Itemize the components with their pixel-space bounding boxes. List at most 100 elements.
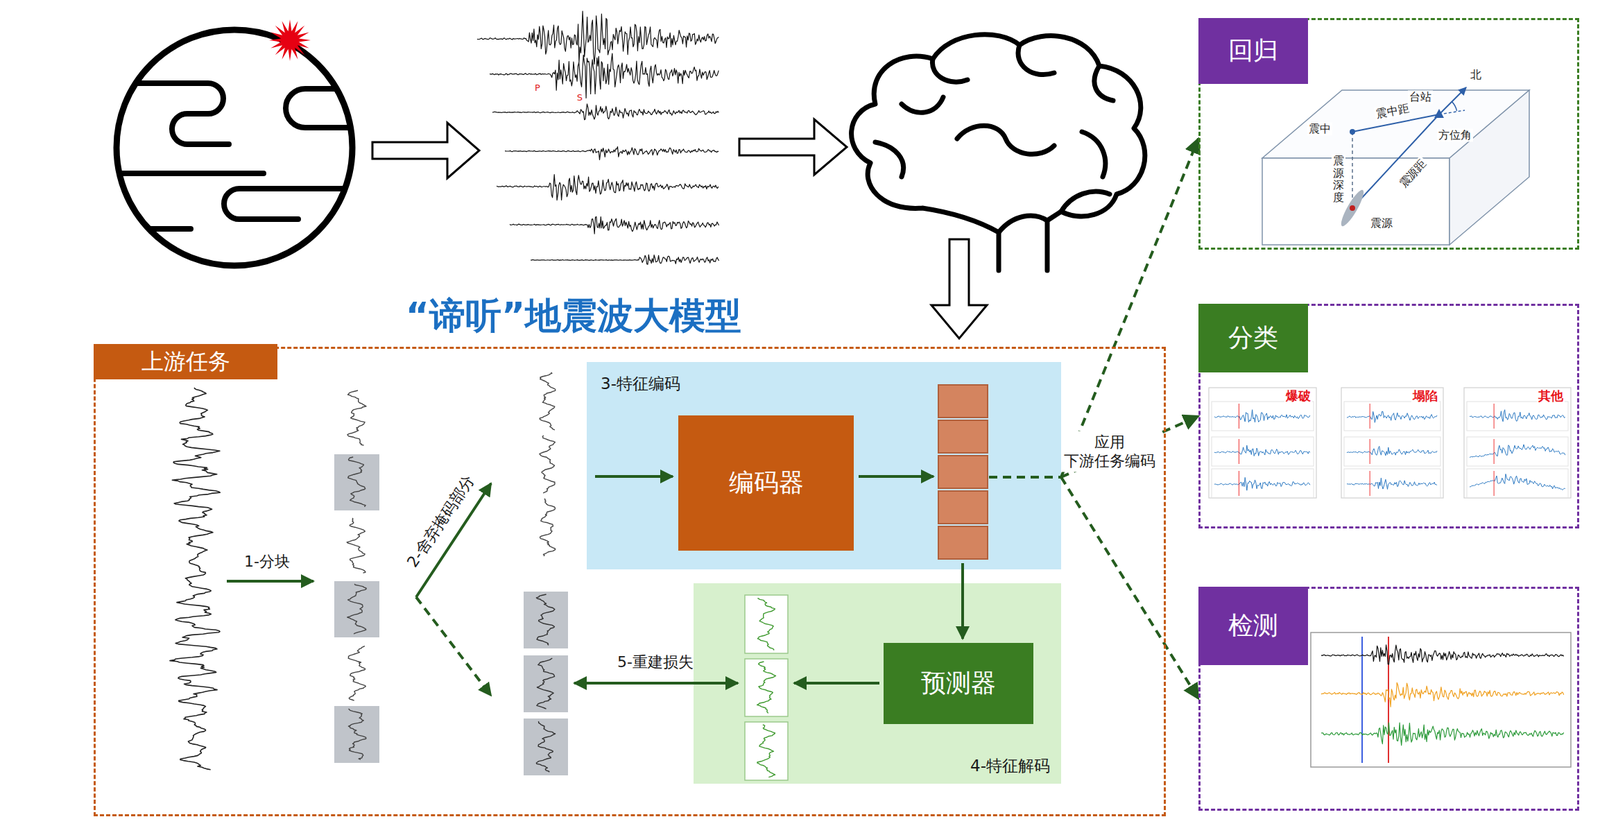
subplot-frame	[1211, 436, 1314, 467]
dashed-arrow	[1061, 416, 1199, 478]
pick-tick	[1369, 470, 1371, 496]
dashed-arrow	[1061, 477, 1199, 700]
panel-tab: 回归	[1198, 18, 1309, 84]
thumbnail-waveform	[1214, 445, 1311, 456]
panel-tab: 分类	[1198, 303, 1309, 373]
figure-label: 震源	[1369, 216, 1395, 230]
visible-segment-waveform	[539, 372, 556, 430]
brain-folds	[875, 45, 1114, 233]
masked-segment-waveform	[536, 658, 555, 709]
pick-tick	[1238, 439, 1240, 464]
detection-panel: 检测	[1198, 586, 1580, 811]
masked-segment	[523, 718, 569, 776]
region-heading: 4-特征解码	[970, 755, 1051, 777]
region-tab: 上游任务	[93, 343, 278, 380]
flow-arrow	[794, 681, 880, 685]
reconstructed-segment	[744, 595, 788, 654]
seismogram-trace	[489, 53, 719, 98]
encoding-region: 3-特征编码编码器	[586, 362, 1062, 570]
regression-panel: 回归	[1198, 18, 1580, 250]
masked-segment	[334, 706, 380, 763]
detection-trace	[1321, 644, 1564, 665]
subplot-frame	[1466, 436, 1569, 467]
seismogram-trace	[477, 11, 719, 64]
region-heading: 3-特征编码	[600, 373, 681, 395]
earth-icon	[110, 19, 389, 266]
box-label: 预测器	[921, 666, 996, 701]
plot-frame	[1310, 632, 1571, 768]
pick-tick	[1493, 403, 1495, 429]
thumbnail-waveform	[1469, 444, 1566, 458]
upstream-region: 上游任务 3-特征编码编码器 4-特征解码 预测器	[93, 346, 1166, 817]
thumbnail-waveform	[1346, 411, 1438, 423]
visible-segment-waveform	[540, 498, 556, 557]
decoding-region: 4-特征解码 预测器	[693, 583, 1062, 784]
panel-tab: 检测	[1198, 586, 1309, 666]
phase-marker: S	[577, 92, 583, 104]
thumbnail-waveform	[1469, 409, 1566, 422]
hollow-arrow	[739, 119, 847, 175]
subplot-frame	[1466, 468, 1569, 498]
detection-trace	[1321, 722, 1564, 746]
block-side-face	[1449, 90, 1530, 245]
thumbnail-waveform	[1214, 409, 1311, 423]
segment-waveform	[347, 583, 367, 634]
reconstructed-waveform	[757, 597, 775, 651]
masked-segment-waveform	[536, 721, 555, 772]
pick-tick	[1369, 403, 1371, 429]
region-fill	[693, 583, 1062, 784]
thumbnail-waveform	[1346, 445, 1438, 455]
swirl-line	[224, 188, 389, 220]
feature-token	[938, 526, 988, 559]
classification-thumbnails	[1208, 387, 1571, 498]
depth-line	[1351, 131, 1354, 209]
flow-arrow	[858, 475, 934, 478]
reconstructed-waveform	[757, 661, 777, 713]
masked-segment	[523, 655, 569, 713]
class-label: 塌陷	[1411, 388, 1440, 404]
thumbnail-frame	[1464, 387, 1571, 498]
pick-tick	[1238, 470, 1240, 496]
predictor-box: 预测器	[883, 642, 1034, 725]
segment-waveform	[346, 518, 366, 573]
encoder-box: 编码器	[678, 415, 854, 551]
pick-tick	[1493, 439, 1495, 464]
class-label: 爆破	[1284, 388, 1313, 404]
segment-waveform	[348, 645, 366, 701]
masked-segment-waveform	[536, 594, 555, 645]
diagram-title: “谛听”地震波大模型	[405, 291, 742, 341]
figure-label: 北	[1468, 67, 1483, 82]
feature-token	[938, 455, 988, 489]
subplot-frame	[1211, 401, 1314, 431]
feature-tokens	[938, 384, 988, 559]
edge-label: 应用 下游任务编码	[1061, 430, 1159, 472]
thumbnail-frame	[1208, 387, 1317, 498]
masked-segment	[334, 454, 380, 511]
thumbnail-waveform	[1214, 477, 1311, 491]
azimuth-arc	[1451, 101, 1457, 111]
step-label: 5-重建损失	[617, 653, 694, 672]
masked-segment	[334, 581, 380, 638]
flow-arrow	[961, 563, 965, 639]
feature-token	[938, 384, 988, 418]
north-arrow	[1439, 87, 1467, 115]
hollow-arrow	[372, 122, 480, 179]
box-label: 编码器	[728, 466, 804, 501]
epicenter-dot	[1349, 128, 1356, 135]
dashed-arrow	[1061, 138, 1199, 478]
seismogram-trace	[504, 147, 719, 161]
pick-tick	[1493, 470, 1495, 496]
swirl-line	[110, 170, 264, 177]
class-label: 其他	[1536, 388, 1565, 404]
detection-trace	[1321, 682, 1564, 707]
feature-token	[938, 491, 988, 524]
brain-icon	[851, 34, 1146, 271]
segment-waveform	[348, 457, 366, 507]
flow-arrow	[226, 579, 314, 583]
reconstructed-waveform	[757, 724, 776, 778]
fork-stem	[988, 475, 1062, 479]
figure-label: 震中	[1307, 122, 1333, 136]
figure-label: 方位角	[1437, 128, 1474, 142]
earth-outline	[116, 29, 353, 266]
